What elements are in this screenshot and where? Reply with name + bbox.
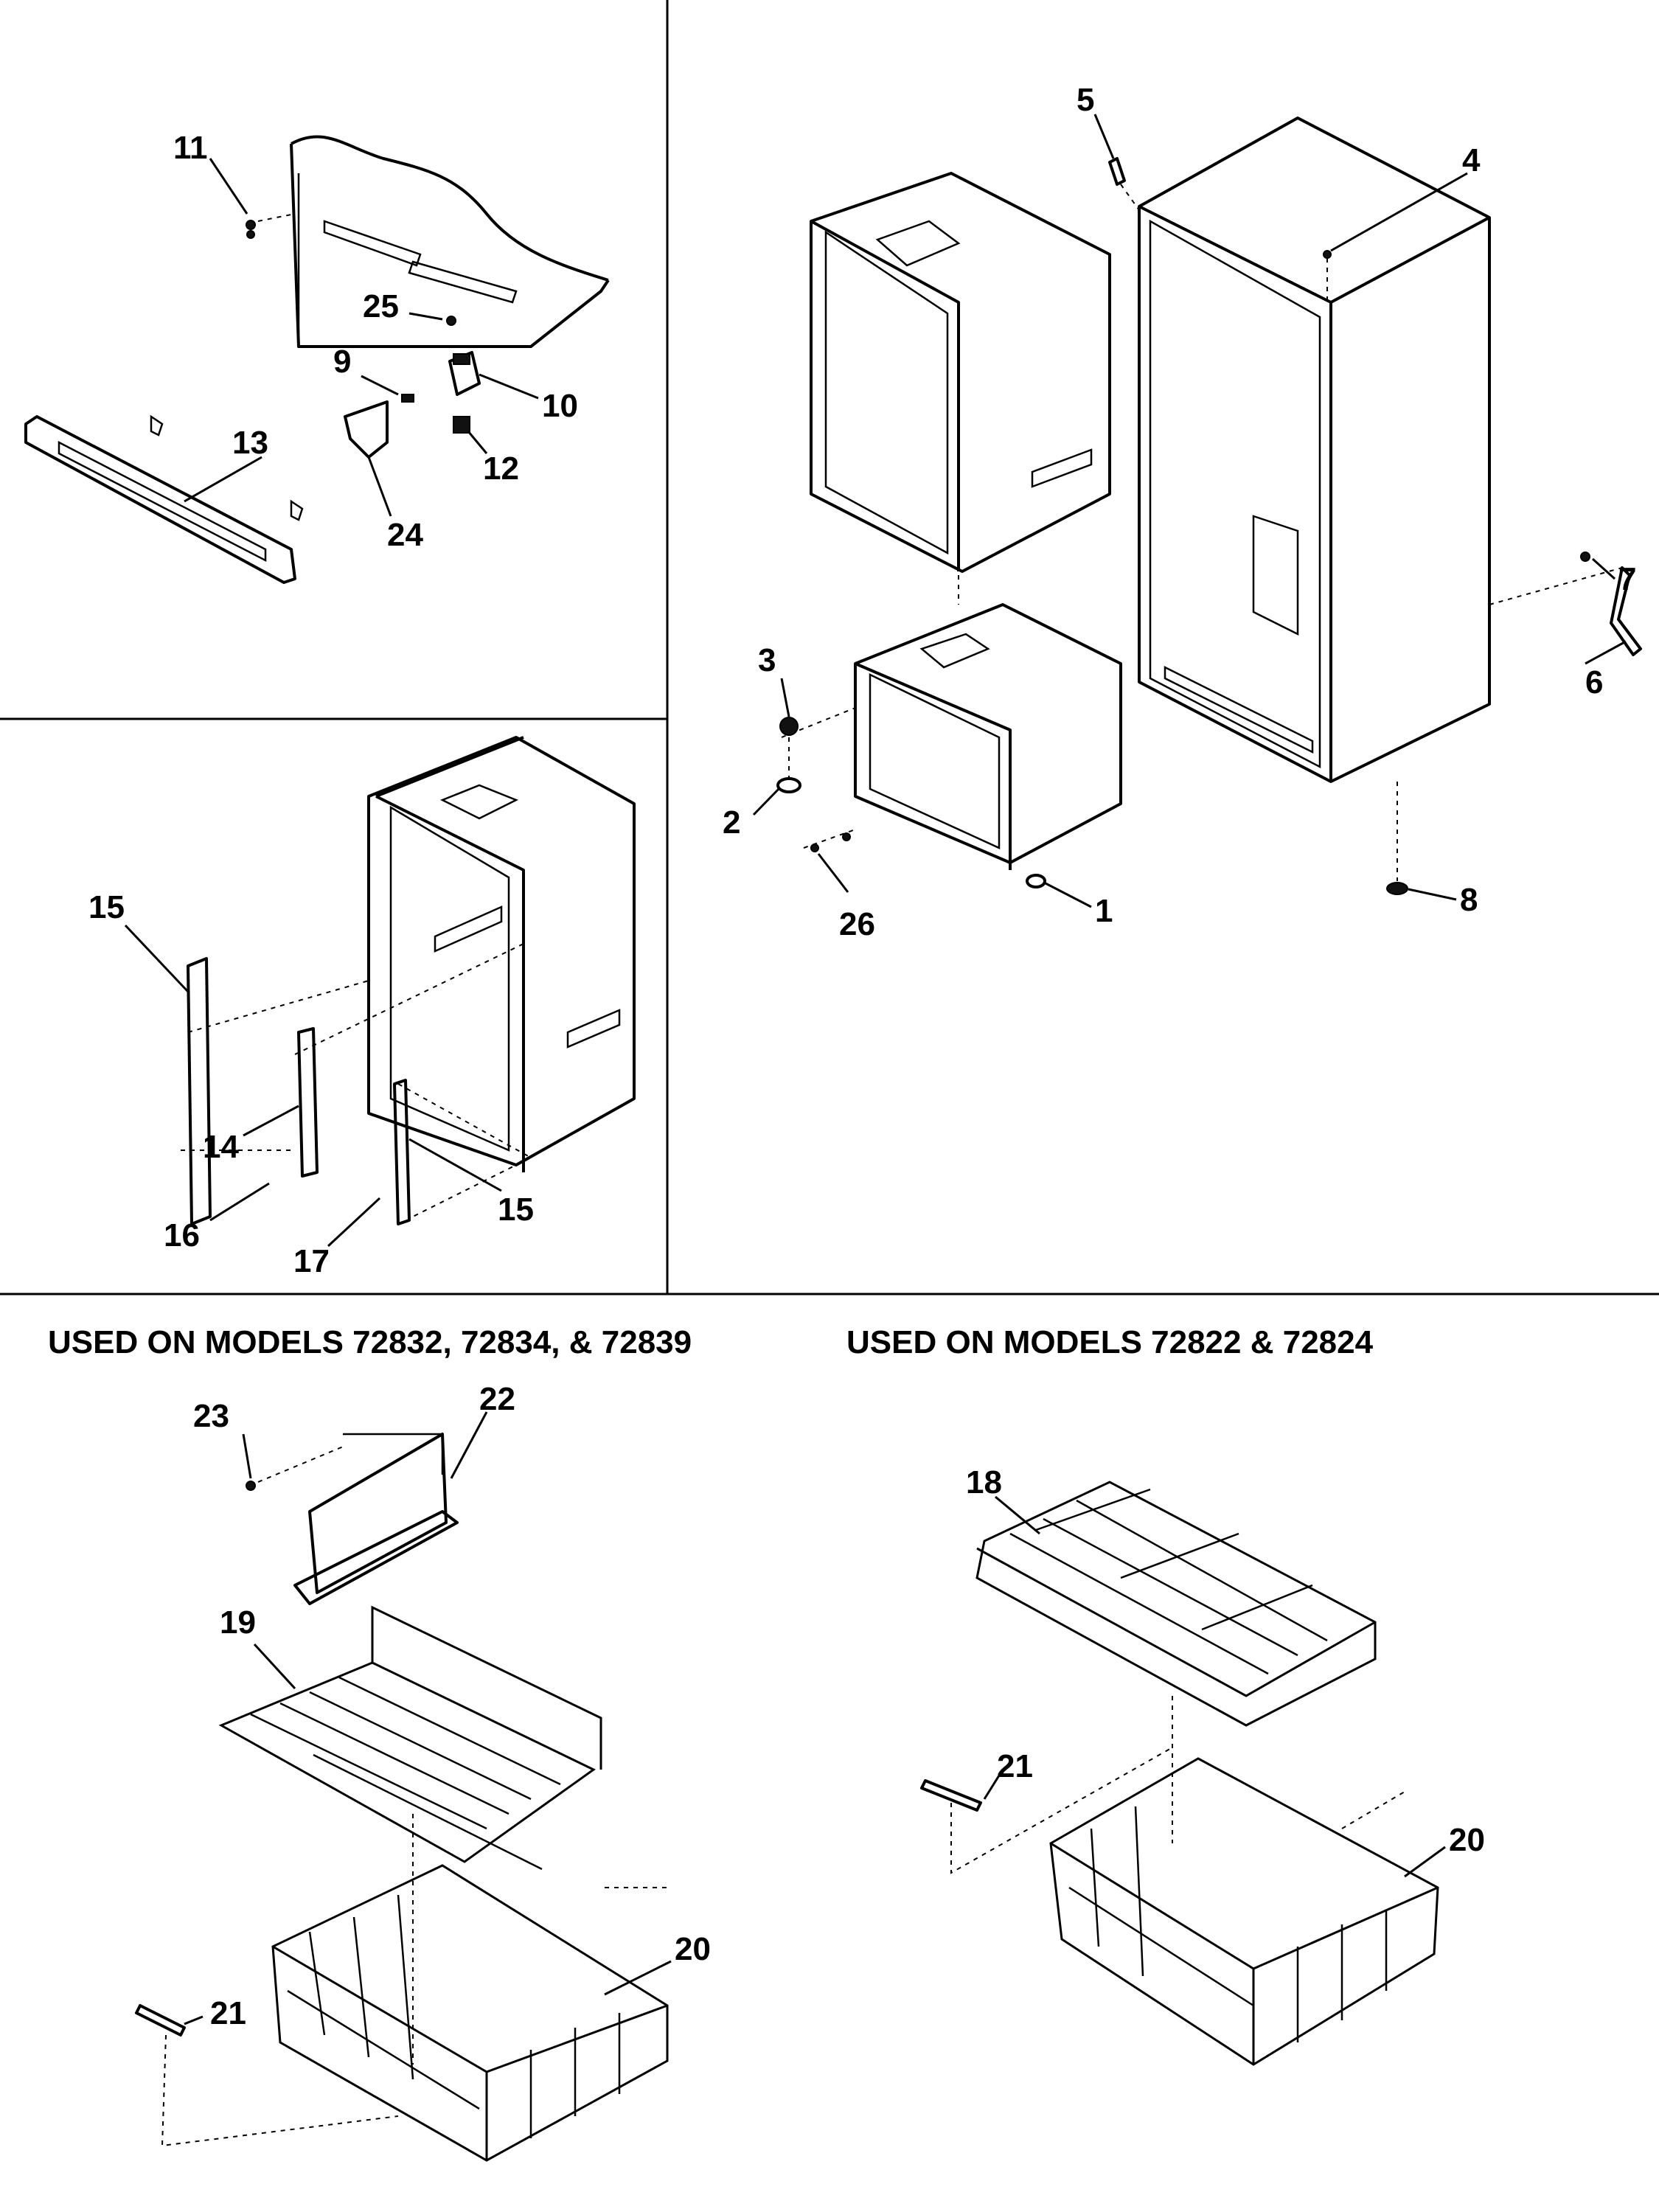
callout-1: 1 bbox=[1095, 893, 1113, 929]
callout-25: 25 bbox=[363, 288, 399, 324]
callout-3: 3 bbox=[758, 642, 776, 678]
callout-labels: 11 25 9 10 13 12 24 15 14 16 17 15 5 4 7… bbox=[88, 82, 1636, 2031]
callout-20-right: 20 bbox=[1449, 1822, 1485, 1858]
callout-13: 13 bbox=[232, 425, 268, 461]
callout-11: 11 bbox=[173, 130, 208, 166]
callout-6: 6 bbox=[1585, 664, 1603, 700]
callout-10: 10 bbox=[542, 388, 578, 424]
liner-with-rails bbox=[181, 736, 636, 1225]
callout-21-left: 21 bbox=[210, 1995, 246, 2031]
callout-18: 18 bbox=[966, 1464, 1002, 1500]
callout-8: 8 bbox=[1460, 882, 1478, 918]
callout-17: 17 bbox=[293, 1243, 330, 1279]
shelf-and-basket-set bbox=[920, 1481, 1439, 2066]
panel-dividers bbox=[0, 0, 1659, 1295]
callout-15-right: 15 bbox=[498, 1192, 534, 1228]
callout-15-left: 15 bbox=[88, 889, 125, 925]
callout-16: 16 bbox=[164, 1217, 200, 1253]
callout-2: 2 bbox=[723, 804, 740, 841]
callout-9: 9 bbox=[333, 344, 351, 380]
drawer-cover-assembly bbox=[24, 135, 610, 584]
basket-shelf-divider-set bbox=[135, 1433, 669, 2162]
heading-left-models: USED ON MODELS 72832, 72834, & 72839 bbox=[48, 1324, 692, 1360]
callout-23: 23 bbox=[193, 1398, 229, 1434]
callout-21-right: 21 bbox=[997, 1748, 1033, 1784]
callout-24: 24 bbox=[387, 517, 423, 553]
callout-19: 19 bbox=[220, 1604, 256, 1641]
callout-14: 14 bbox=[203, 1129, 239, 1165]
leader-lines bbox=[124, 114, 1627, 2025]
callout-4: 4 bbox=[1462, 142, 1481, 178]
callout-22: 22 bbox=[479, 1381, 515, 1417]
callout-5: 5 bbox=[1077, 82, 1094, 118]
callout-12: 12 bbox=[483, 451, 519, 487]
callout-26: 26 bbox=[839, 906, 875, 942]
callout-20-left: 20 bbox=[675, 1931, 711, 1967]
callout-7: 7 bbox=[1618, 561, 1636, 597]
cabinet-and-liners bbox=[776, 116, 1642, 895]
heading-right-models: USED ON MODELS 72822 & 72824 bbox=[846, 1324, 1374, 1360]
